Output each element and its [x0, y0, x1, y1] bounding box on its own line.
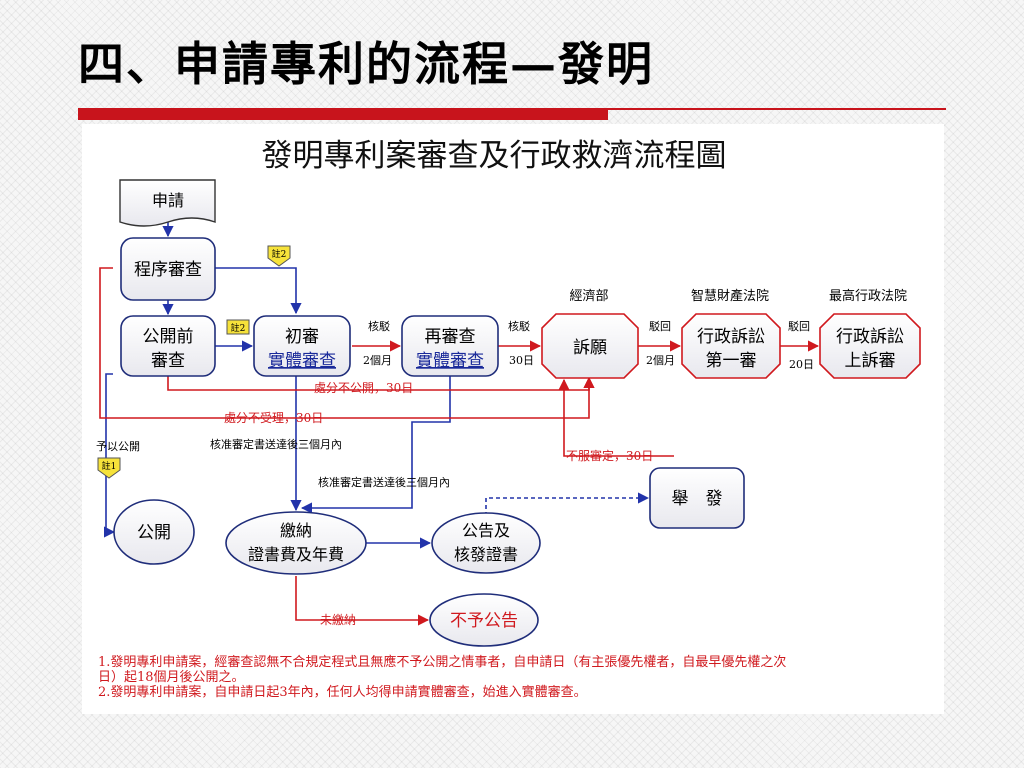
note2-tag-top-label: 註2	[272, 248, 287, 260]
pre-publication-label-1: 公開前	[143, 327, 194, 347]
invalidation-label: 舉 發	[672, 489, 723, 509]
admin-court-first-node	[681, 313, 781, 379]
note2-tag-left-label: 註2	[231, 322, 246, 334]
pay-fees-label-2: 證書費及年費	[248, 545, 344, 564]
re-exam-label-1: 再審查	[425, 327, 476, 347]
pre-publication-label-2: 審查	[151, 351, 185, 371]
two-months-label-2: 2個月	[646, 354, 675, 367]
pay-fees-label-1: 繳納	[280, 521, 312, 540]
formal-review-node	[120, 237, 216, 301]
admin-court-first-label-2: 第一審	[706, 351, 757, 371]
note2-tag-left: 註2	[226, 319, 250, 335]
red-connectors	[99, 267, 820, 626]
first-exam-label-1: 初審	[285, 327, 319, 347]
announce-node	[431, 512, 541, 574]
thirty-days-label: 30日	[509, 354, 534, 367]
slide-title: 四、申請專利的流程—發明	[78, 37, 654, 91]
not-accept-label: 處分不受理，30日	[224, 411, 323, 425]
announce-label-2: 核發證書	[454, 545, 518, 564]
reject-label-2: 核駁	[508, 319, 530, 333]
announce-label-1: 公告及	[462, 521, 510, 540]
admin-court-appeal-node	[819, 313, 921, 379]
ip-court-header: 智慧財產法院	[691, 288, 769, 304]
publication-node	[113, 499, 195, 565]
two-months-label-1: 2個月	[363, 354, 392, 367]
footnote-1-cont: 日）起18個月後公開之。	[98, 670, 245, 685]
supreme-admin-court-header: 最高行政法院	[829, 288, 907, 304]
title-accent-line	[608, 108, 946, 110]
reject-label-1: 核駁	[368, 319, 390, 333]
apply-label: 申請	[152, 191, 184, 210]
flowchart: 發明專利案審查及行政救濟流程圖 申請 程序審查 公開前 審查 初審 實體審查 再…	[96, 138, 921, 700]
disagree-label: 不服審定，30日	[566, 448, 653, 463]
to-publish-label: 予以公開	[96, 440, 140, 453]
admin-court-appeal-label-2: 上訴審	[845, 351, 896, 371]
first-exam-node	[253, 315, 351, 377]
footnote-1: 1.發明專利申請案，經審查認無不合規定程式且無應不予公開之情事者，自申請日（有主…	[98, 654, 786, 670]
blue-connectors	[103, 220, 650, 549]
pay-fees-node	[225, 511, 367, 575]
dismiss-label-2: 駁回	[788, 320, 810, 333]
no-announce-label: 不予公告	[450, 611, 518, 631]
formal-review-label: 程序審查	[134, 260, 202, 280]
diagram-title: 發明專利案審查及行政救濟流程圖	[262, 138, 727, 174]
unpaid-label: 未繳納	[320, 612, 356, 627]
re-exam-node	[401, 315, 499, 377]
apply-node	[119, 179, 216, 227]
ministry-header: 經濟部	[569, 288, 608, 304]
title-accent-bar	[78, 108, 608, 120]
petition-label: 訴願	[573, 338, 607, 358]
note1-tag-label: 註1	[102, 460, 117, 472]
pre-publication-review-node	[120, 315, 216, 377]
no-announce-node	[429, 593, 539, 647]
first-exam-label-2: 實體審查	[268, 351, 336, 371]
approved-label-1: 核准審定書送達後三個月內	[210, 437, 342, 451]
publication-label: 公開	[137, 523, 171, 543]
note1-tag: 註1	[97, 457, 121, 479]
petition-node	[541, 313, 639, 379]
admin-court-first-label-1: 行政訴訟	[697, 327, 765, 347]
approved-label-2: 核准審定書送達後三個月內	[318, 475, 450, 489]
re-exam-label-2: 實體審查	[416, 351, 484, 371]
note2-tag-top: 註2	[267, 245, 291, 267]
flowchart-panel: 發明專利案審查及行政救濟流程圖 申請 程序審查 公開前 審查 初審 實體審查 再…	[82, 124, 944, 714]
not-publish-label: 處分不公開，30日	[314, 381, 413, 395]
admin-court-appeal-label-1: 行政訴訟	[836, 327, 904, 347]
invalidation-node	[649, 467, 745, 529]
dismiss-label-1: 駁回	[649, 320, 671, 333]
footnote-2: 2.發明專利申請案，自申請日起3年內，任何人均得申請實體審查，始進入實體審查。	[98, 684, 587, 700]
twenty-days-label: 20日	[789, 358, 814, 371]
